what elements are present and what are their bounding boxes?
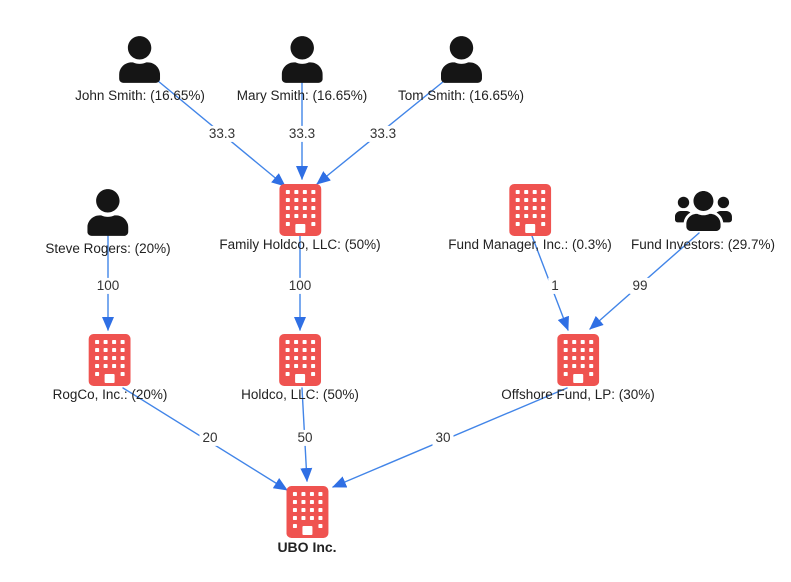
node-label-fund-manager: Fund Manager, Inc.: (0.3%) <box>448 237 612 252</box>
building-icon <box>279 184 321 236</box>
node-rogco[interactable]: RogCo, Inc.: (20%) <box>52 334 168 403</box>
edge-label-family-holdco-to-holdco: 100 <box>285 277 315 295</box>
node-label-mary-smith: Mary Smith: (16.65%) <box>236 88 368 103</box>
node-label-tom-smith: Tom Smith: (16.65%) <box>397 88 525 103</box>
node-ubo[interactable]: UBO Inc. <box>277 486 337 555</box>
node-mary-smith[interactable]: Mary Smith: (16.65%) <box>236 36 368 104</box>
node-offshore-fund[interactable]: Offshore Fund, LP: (30%) <box>501 334 655 403</box>
person-icon <box>281 36 323 83</box>
node-fund-manager[interactable]: Fund Manager, Inc.: (0.3%) <box>448 184 612 253</box>
edge-label-tom-smith-to-family-holdco: 33.3 <box>366 125 400 143</box>
edge-label-rogco-to-ubo: 20 <box>199 429 221 447</box>
edge-label-mary-smith-to-family-holdco: 33.3 <box>285 125 319 143</box>
node-label-family-holdco: Family Holdco, LLC: (50%) <box>219 237 381 252</box>
building-icon <box>279 334 321 386</box>
edge-label-steve-rogers-to-rogco: 100 <box>93 277 123 295</box>
node-label-steve-rogers: Steve Rogers: (20%) <box>45 241 171 256</box>
node-label-holdco: Holdco, LLC: (50%) <box>241 387 359 402</box>
node-label-rogco: RogCo, Inc.: (20%) <box>52 387 168 402</box>
edge-label-john-smith-to-family-holdco: 33.3 <box>205 125 239 143</box>
people-icon <box>674 191 732 231</box>
node-label-offshore-fund: Offshore Fund, LP: (30%) <box>501 387 655 402</box>
node-label-john-smith: John Smith: (16.65%) <box>75 88 205 103</box>
building-icon <box>286 486 328 538</box>
node-holdco[interactable]: Holdco, LLC: (50%) <box>241 334 359 403</box>
node-steve-rogers[interactable]: Steve Rogers: (20%) <box>45 189 171 257</box>
node-john-smith[interactable]: John Smith: (16.65%) <box>75 36 205 104</box>
edge-label-offshore-fund-to-ubo: 30 <box>432 429 454 447</box>
building-icon <box>88 334 131 386</box>
building-icon <box>509 184 551 236</box>
person-icon <box>87 189 129 236</box>
node-family-holdco[interactable]: Family Holdco, LLC: (50%) <box>219 184 381 253</box>
person-icon <box>119 36 161 83</box>
node-tom-smith[interactable]: Tom Smith: (16.65%) <box>398 36 524 104</box>
node-label-ubo: UBO Inc. <box>277 539 337 555</box>
building-icon <box>556 334 599 386</box>
node-label-fund-investors: Fund Investors: (29.7%) <box>630 237 776 252</box>
edge-label-holdco-to-ubo: 50 <box>294 429 316 447</box>
edge-label-fund-investors-to-offshore-fund: 99 <box>629 277 651 295</box>
person-icon <box>440 36 482 83</box>
node-fund-investors[interactable]: Fund Investors: (29.7%) <box>631 188 775 253</box>
edge-label-fund-manager-to-offshore-fund: 1 <box>548 277 562 295</box>
